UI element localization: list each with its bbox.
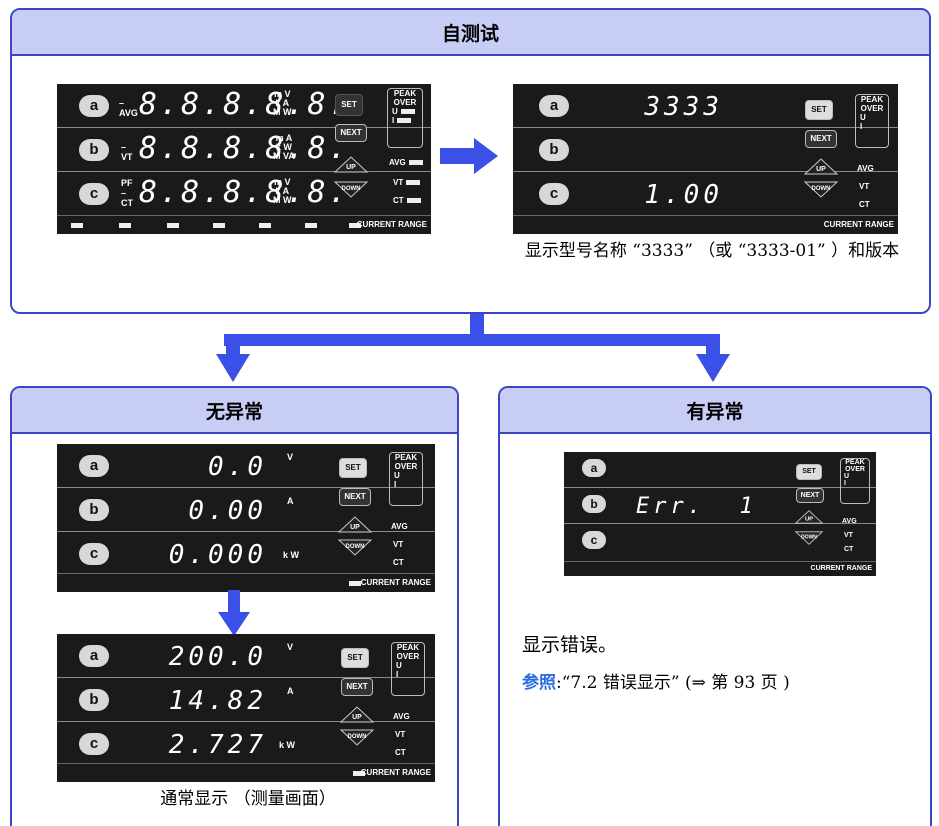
display-c: 2.727: [168, 730, 267, 760]
set-button: SET: [339, 458, 367, 478]
channel-c-icon: c: [539, 183, 569, 205]
set-button: SET: [796, 464, 822, 480]
error-reference: 参照:“7.2 错误显示” (⇒ 第 93 页 ): [522, 668, 790, 693]
next-button: NEXT: [796, 488, 824, 503]
panel-zero-display: a 0.0 V b 0.00 A c 0.000 k W SET NEXT UP…: [57, 444, 435, 592]
down-button-icon: DOWN: [803, 181, 839, 198]
down-arrow-icon: [218, 590, 250, 636]
channel-c-icon: c: [79, 183, 109, 205]
reference-link[interactable]: :“7.2 错误显示” (⇒ 第 93 页 ): [556, 673, 790, 693]
svg-text:DOWN: DOWN: [342, 186, 361, 192]
down-button-icon: DOWN: [337, 539, 373, 556]
self-test-caption: 显示型号名称 “3333” （或 “3333-01” ）和版本: [524, 241, 900, 261]
svg-text:UP: UP: [352, 714, 362, 721]
right-arrow-icon: [440, 138, 498, 174]
up-button-icon: UP: [794, 510, 824, 524]
channel-b-icon: b: [582, 495, 606, 513]
units-c: m V k A M W: [273, 177, 292, 205]
next-button: NEXT: [341, 678, 373, 696]
channel-a-icon: a: [539, 95, 569, 117]
svg-text:UP: UP: [346, 164, 356, 171]
channel-c-icon: c: [79, 543, 109, 565]
svg-text:DOWN: DOWN: [801, 535, 817, 541]
branch-arrows: [216, 314, 730, 382]
reference-label[interactable]: 参照: [522, 673, 556, 693]
svg-text:UP: UP: [816, 166, 826, 173]
next-button: NEXT: [805, 130, 837, 148]
channel-a-icon: a: [79, 645, 109, 667]
set-button: SET: [335, 94, 363, 116]
display-b: 0.00: [188, 496, 267, 526]
units-b: m A k W M VA: [273, 133, 295, 161]
down-button-icon: DOWN: [794, 531, 824, 545]
display-a: 3333: [644, 92, 723, 122]
error-message: 显示错误。: [522, 634, 618, 656]
up-button-icon: UP: [337, 516, 373, 533]
channel-b-icon: b: [79, 139, 109, 161]
channel-b-icon: b: [539, 139, 569, 161]
display-c: 1.00: [644, 180, 723, 210]
display-c: 8.8.8.8.8.: [139, 175, 350, 210]
down-button-icon: DOWN: [339, 729, 375, 746]
display-b: 14.82: [168, 686, 267, 716]
channel-a-icon: a: [79, 455, 109, 477]
up-button-icon: UP: [803, 158, 839, 175]
normal-display-caption: 通常显示 （测量画面）: [160, 789, 336, 809]
display-a: 200.0: [168, 642, 267, 672]
set-button: SET: [341, 648, 369, 668]
channel-a-icon: a: [79, 95, 109, 117]
up-button-icon: UP: [333, 156, 369, 173]
no-error-title: 无异常: [12, 388, 457, 434]
down-button-icon: DOWN: [333, 181, 369, 198]
channel-c-icon: c: [582, 531, 606, 549]
error-title: 有异常: [500, 388, 930, 434]
svg-text:UP: UP: [350, 524, 360, 531]
panel-normal-display: a 200.0 V b 14.82 A c 2.727 k W SET NEXT…: [57, 634, 435, 782]
display-c: 0.000: [168, 540, 267, 570]
up-button-icon: UP: [339, 706, 375, 723]
display-b: 8.8.8.8.8.: [139, 131, 350, 166]
svg-text:DOWN: DOWN: [346, 544, 365, 550]
channel-b-icon: b: [79, 689, 109, 711]
svg-text:UP: UP: [805, 517, 813, 523]
next-button: NEXT: [339, 488, 371, 506]
channel-a-icon: a: [582, 459, 606, 477]
svg-text:DOWN: DOWN: [812, 186, 831, 192]
channel-c-icon: c: [79, 733, 109, 755]
display-a: 0.0: [208, 452, 267, 482]
set-button: SET: [805, 100, 833, 120]
self-test-title: 自测试: [12, 10, 929, 56]
next-button: NEXT: [335, 124, 367, 142]
units-a: m V k A M W: [273, 89, 292, 117]
panel-all-segments: a –AVG 8.8.8.8.8. m V k A M W b –VT 8.8.…: [57, 84, 431, 234]
channel-b-icon: b: [79, 499, 109, 521]
svg-text:DOWN: DOWN: [348, 734, 367, 740]
display-b: Err. 1: [636, 494, 757, 519]
display-a: 8.8.8.8.8.: [139, 87, 350, 122]
